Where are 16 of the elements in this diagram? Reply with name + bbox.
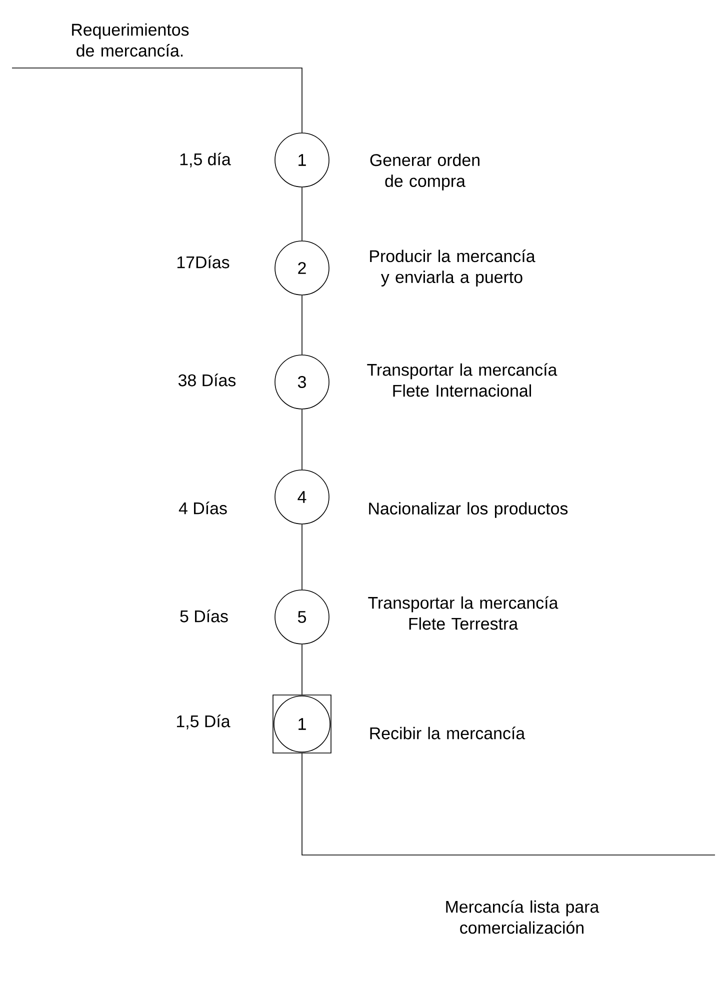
step-description: Recibir la mercancía [370,726,526,740]
connector-line [302,753,716,856]
step-description: Nacionalizar los productos [369,502,568,518]
duration-label: 38 Días [178,374,236,386]
duration-label: 4 Días [178,502,227,514]
duration-label: 5 Días [180,610,228,622]
step-description: Transportar la mercancía Flete Terrestra [368,596,558,630]
duration-label: 1,5 día [180,152,231,168]
duration-label: 1,5 Día [177,714,230,730]
flow-label: Requerimientos de mercancía. [72,23,189,57]
step-description: Producir la mercancía y enviarla a puerto [370,250,536,286]
step-description: Generar orden de compra [370,154,480,190]
flow-label: Mercancía lista para comercialización [446,900,600,934]
step-description: Transportar la mercancía Flete Internacional [367,363,558,397]
connector-line [12,68,302,133]
duration-label: 17Días [177,256,230,268]
